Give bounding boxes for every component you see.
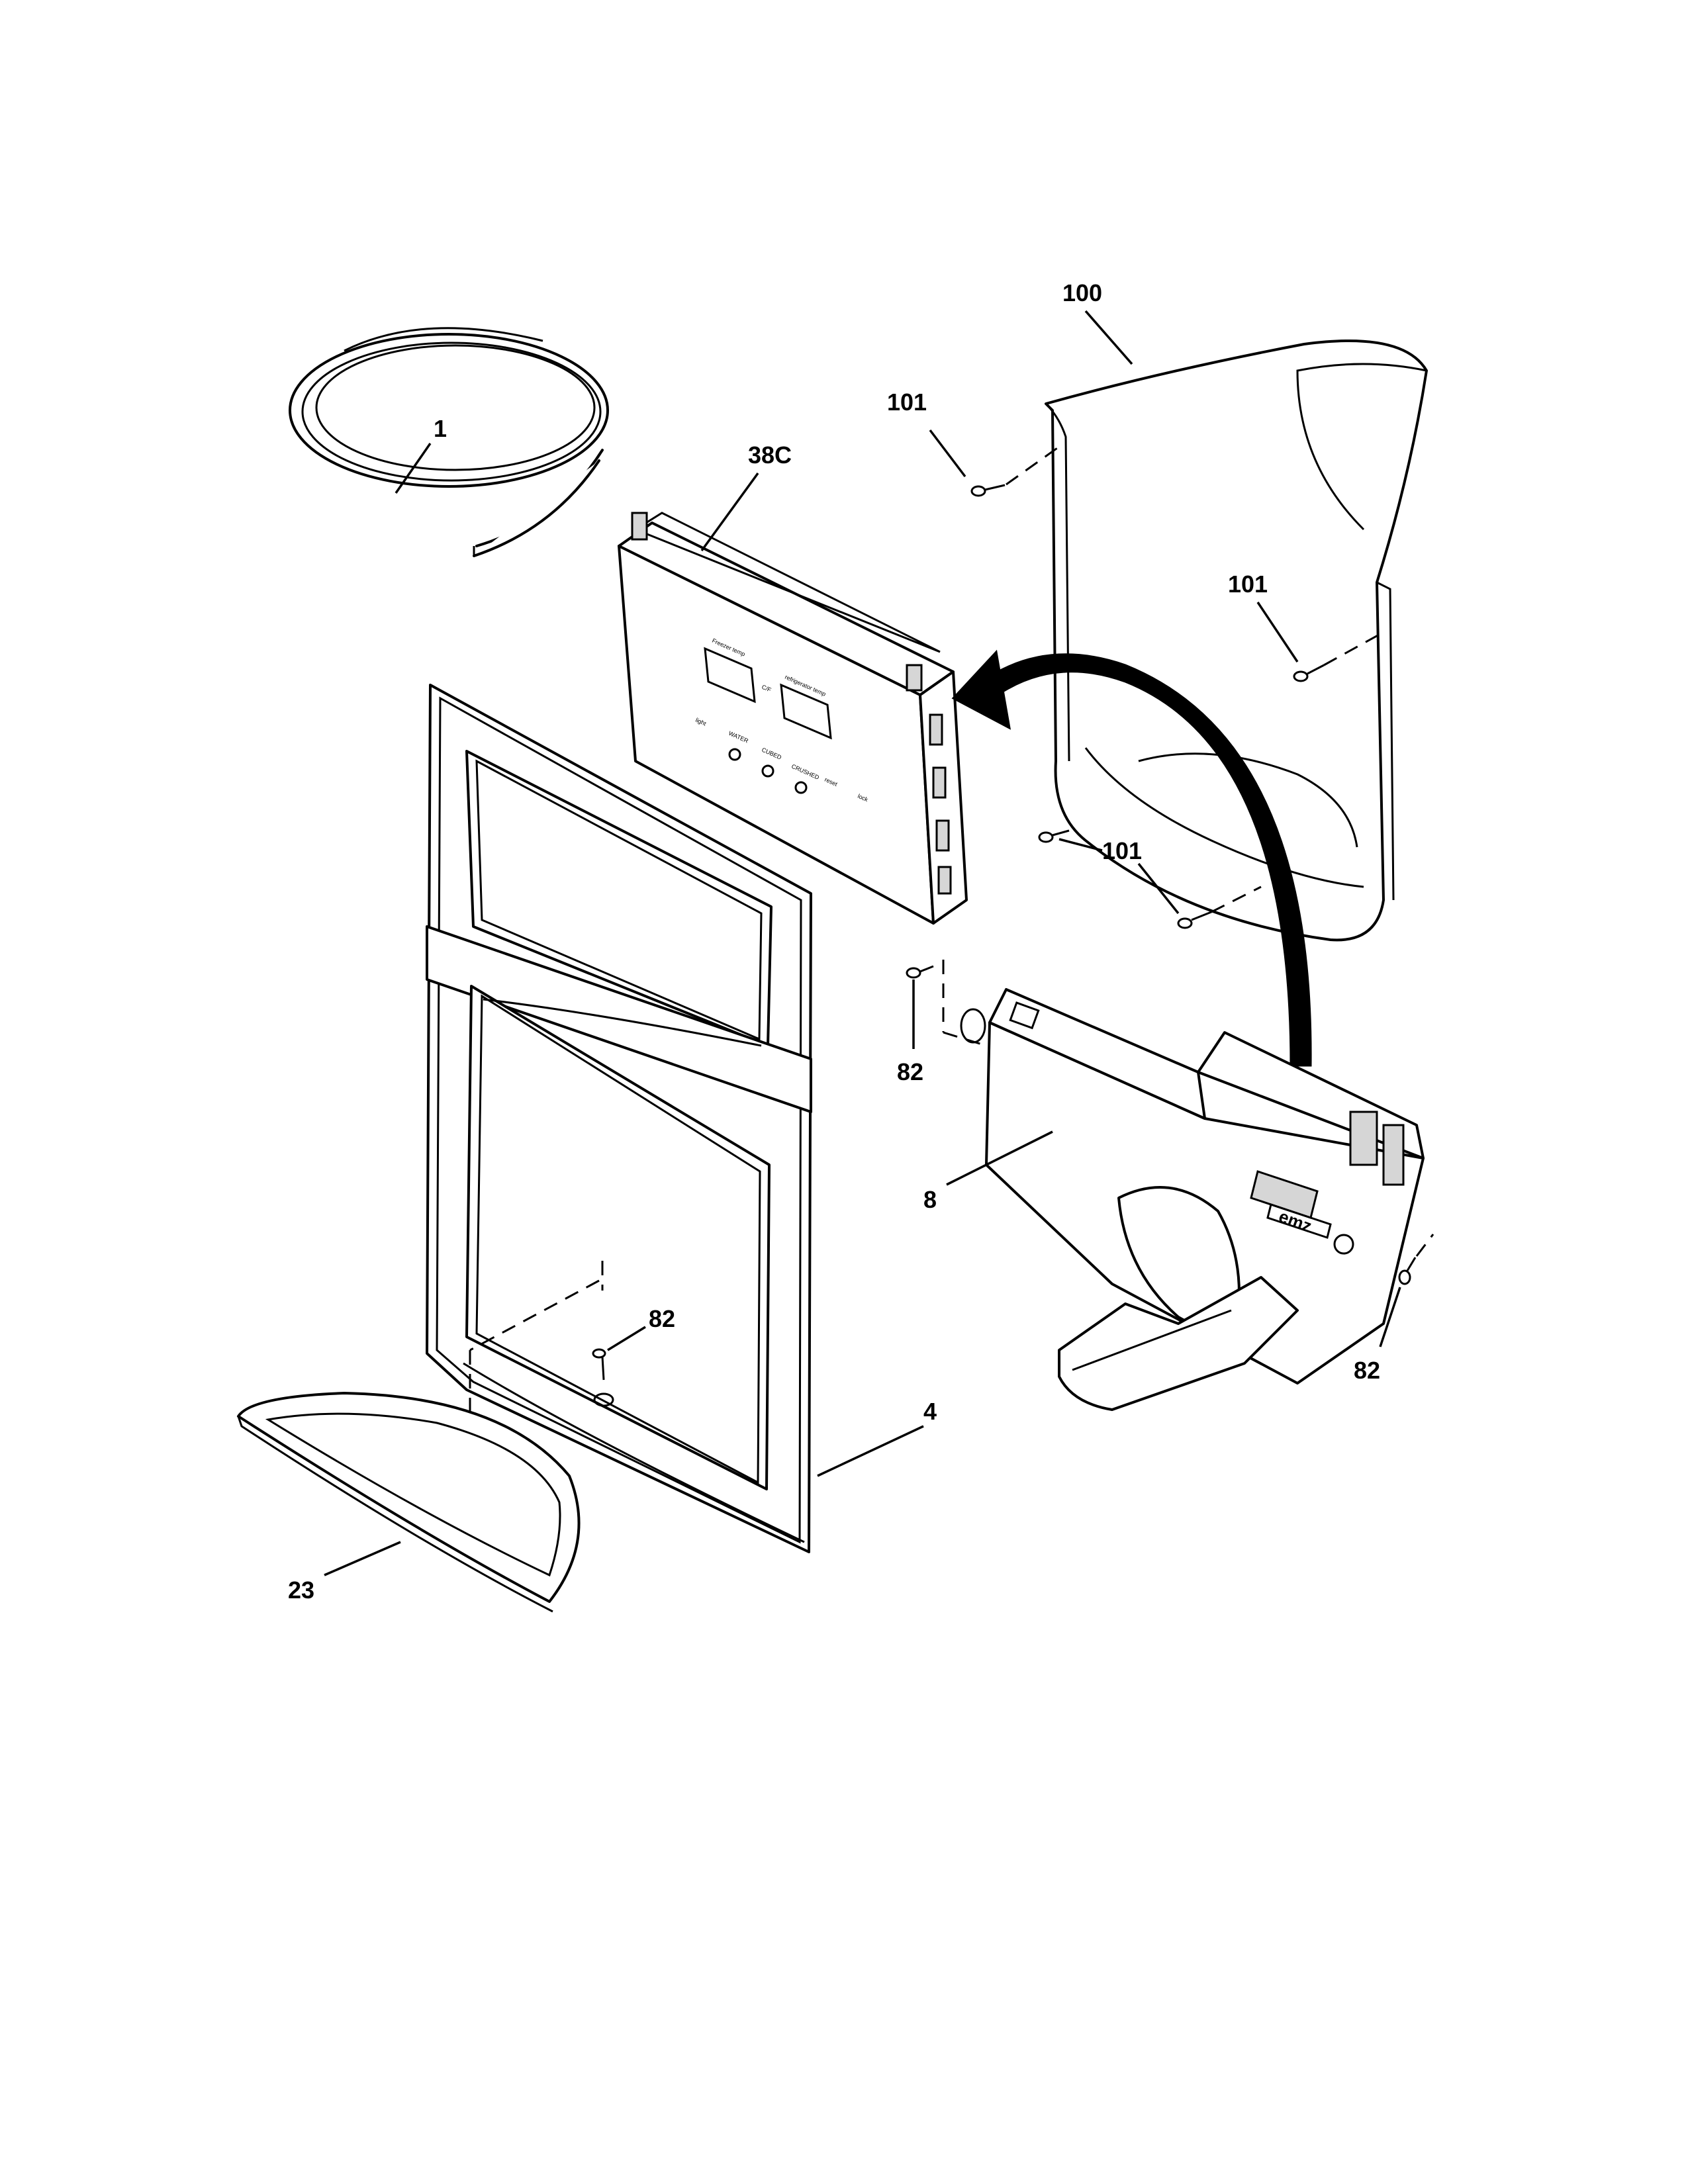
leader-8 xyxy=(946,1130,1053,1186)
callout-38c: 38C xyxy=(748,441,792,469)
ice-dispenser-assembly: emz xyxy=(960,988,1425,1411)
dispenser-housing xyxy=(1045,340,1428,942)
leader-23 xyxy=(324,1541,401,1576)
leader-1 xyxy=(395,443,432,494)
leader-101-mid-a xyxy=(1058,838,1103,852)
callout-100: 100 xyxy=(1062,279,1102,306)
callout-4: 4 xyxy=(923,1398,937,1425)
assembly-arrow xyxy=(951,649,1312,1067)
callout-1: 1 xyxy=(434,415,447,442)
callout-8: 8 xyxy=(923,1186,937,1213)
dispenser-frame xyxy=(426,684,812,1553)
leader-101-right xyxy=(1256,602,1299,662)
callout-82-left: 82 xyxy=(897,1058,923,1085)
callout-101-right: 101 xyxy=(1228,570,1268,598)
screw-101-right xyxy=(1293,633,1381,682)
callout-101-mid: 101 xyxy=(1102,837,1142,864)
control-board: Freezer temp refrigerator temp C/F light… xyxy=(618,512,968,925)
leader-82-right xyxy=(1379,1287,1401,1347)
leader-100 xyxy=(1084,310,1133,365)
drip-tray xyxy=(237,1392,581,1613)
callout-82-frame: 82 xyxy=(649,1305,675,1332)
screw-82-right xyxy=(1398,1234,1434,1285)
screw-82-frame xyxy=(469,1261,614,1416)
screw-101-mid xyxy=(1038,829,1262,929)
leader-101-mid-b xyxy=(1137,862,1180,915)
leader-82-frame xyxy=(607,1326,646,1351)
leader-101-top xyxy=(929,429,966,478)
screw-101-top xyxy=(970,445,1060,497)
callout-23: 23 xyxy=(288,1576,314,1604)
tubing-coil xyxy=(289,327,609,557)
leader-4 xyxy=(817,1425,924,1477)
callout-101-top: 101 xyxy=(887,388,927,416)
screw-82-left xyxy=(906,960,987,1047)
leader-38c xyxy=(700,472,759,552)
callout-82-right: 82 xyxy=(1354,1357,1380,1384)
